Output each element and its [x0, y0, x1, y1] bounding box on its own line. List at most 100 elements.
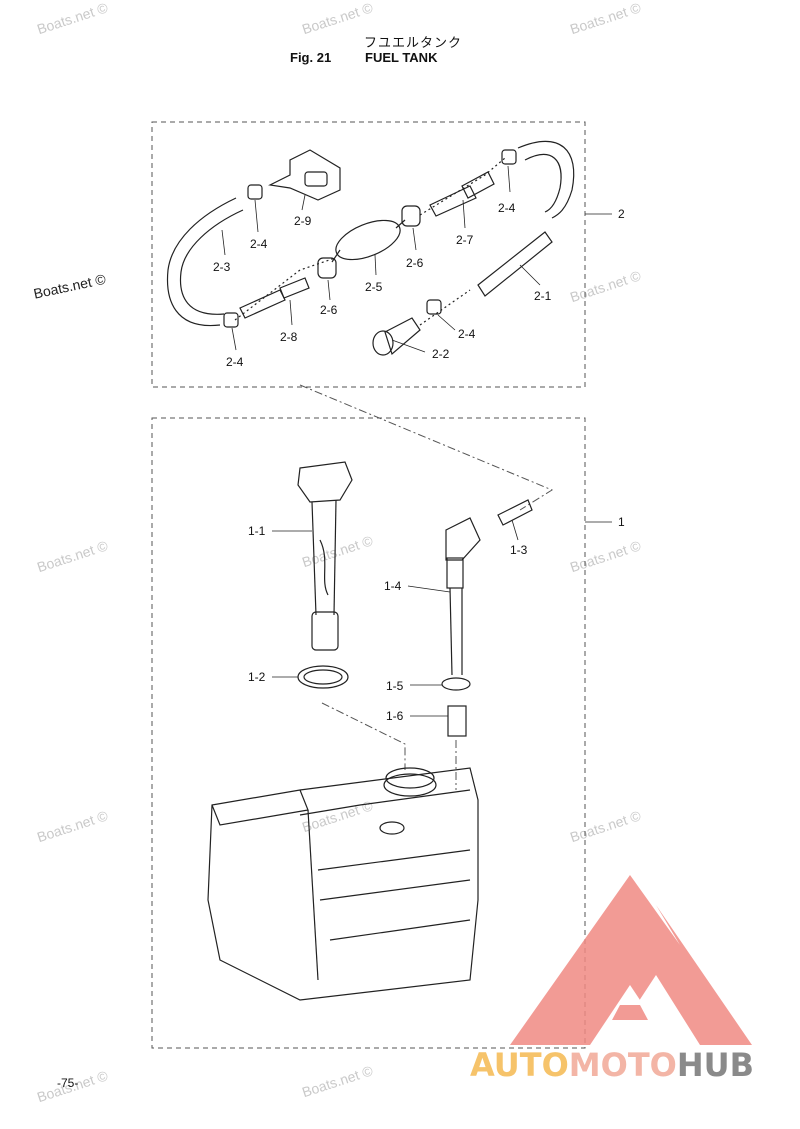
connector-2-2	[372, 330, 394, 356]
japanese-title: フユエルタンク	[364, 36, 463, 51]
fitting-2-7-body	[461, 171, 495, 199]
leader-line	[374, 254, 377, 276]
leader-line	[437, 314, 456, 331]
logo-triangle-inner	[612, 1005, 648, 1020]
connector-2-9	[268, 149, 341, 201]
fuel-tank-top-edge	[211, 789, 309, 826]
gauge-cap-1-1	[297, 461, 353, 503]
pickup-tube-1-4	[449, 587, 453, 676]
washer-1-5	[441, 677, 471, 691]
fitting-2-8-thread	[279, 277, 310, 299]
fitting-2-8	[239, 289, 286, 319]
hose-2-1-inner	[524, 154, 562, 213]
leader-line	[519, 264, 541, 286]
logo-part-moto: MOTO	[568, 1046, 677, 1084]
leader-line	[511, 519, 519, 541]
leader-line	[391, 339, 426, 353]
fitting-2-7	[429, 185, 477, 217]
callout-1-3: 1-3	[510, 543, 528, 557]
leader-line	[507, 165, 511, 193]
connector-line	[299, 384, 554, 511]
callout-2-1: 2-1	[534, 289, 552, 303]
hose-2-1	[517, 140, 575, 219]
assembly-1-frame	[151, 417, 586, 1049]
leader-line	[221, 229, 226, 256]
callout-2-3: 2-3	[213, 260, 231, 274]
callout-2: 2	[618, 207, 625, 221]
primer-bulb-2-5	[335, 219, 401, 261]
connector-2-9-port	[304, 171, 328, 187]
figure-number: Fig. 21	[290, 50, 332, 65]
callout-1-6: 1-6	[386, 709, 404, 723]
fuel-tank-gauge-port	[379, 821, 405, 835]
hose-2-1-lower	[477, 231, 553, 297]
clamp-2-4	[501, 149, 517, 165]
fuel-tank-ridge	[317, 849, 471, 871]
callout-2-5: 2-5	[365, 280, 383, 294]
assembly-2-frame	[151, 121, 586, 388]
callout-2-8: 2-8	[280, 330, 298, 344]
o-ring-1-2-inner	[303, 669, 343, 685]
hose-2-3	[166, 197, 237, 327]
leader-line	[231, 327, 237, 351]
callout-1: 1	[618, 515, 625, 529]
callout-1-2: 1-2	[248, 670, 266, 684]
alignment-line	[419, 157, 506, 216]
gauge-body-1-1	[311, 611, 339, 651]
gauge-tube-1-1	[333, 499, 337, 616]
leader-line	[301, 194, 306, 211]
callout-2-6: 2-6	[406, 256, 424, 270]
o-ring-1-2	[297, 665, 349, 689]
alignment-line	[234, 257, 336, 321]
logo-wordmark: AUTOMOTOHUB	[470, 1046, 754, 1084]
page-number: -75-	[57, 1076, 79, 1090]
alignment-line	[419, 289, 471, 326]
callout-1-1: 1-1	[248, 524, 266, 538]
fuel-tank-side-edge	[307, 809, 319, 981]
fuel-tank-filler-neck-top	[385, 767, 435, 789]
primer-bulb-neck	[395, 219, 406, 229]
leader-line	[462, 199, 466, 229]
callout-2-7: 2-7	[456, 233, 474, 247]
callout-1-5: 1-5	[386, 679, 404, 693]
fuel-tank-ridge	[329, 919, 471, 941]
callout-2-4: 2-4	[226, 355, 244, 369]
gauge-float-1-1	[319, 539, 329, 596]
fuel-tank-ridge	[299, 789, 471, 816]
leader-line	[412, 227, 417, 251]
callout-1-4: 1-4	[384, 579, 402, 593]
callout-2-4: 2-4	[458, 327, 476, 341]
clamp-2-4	[426, 299, 442, 315]
callout-2-4: 2-4	[498, 201, 516, 215]
primer-bulb-neck	[331, 249, 341, 263]
logo-triangle-shape	[510, 875, 752, 1045]
fuel-tank-body	[207, 767, 479, 1001]
hose-2-3-inner	[179, 209, 244, 315]
clamp-2-4	[247, 184, 263, 200]
callout-2-9: 2-9	[294, 214, 312, 228]
logo-part-hub: HUB	[676, 1046, 755, 1084]
gauge-tube-1-1	[311, 501, 317, 616]
callout-2-4: 2-4	[250, 237, 268, 251]
connector-line	[321, 702, 406, 770]
clamp-2-4	[223, 312, 239, 328]
filter-1-6	[447, 705, 467, 737]
fuel-tank-ridge	[319, 879, 471, 901]
leader-line	[327, 279, 331, 301]
fitting-1-3	[497, 499, 533, 526]
leader-line	[289, 299, 293, 326]
elbow-thread	[446, 557, 464, 589]
ring-2-6	[317, 257, 337, 279]
leader-line	[254, 199, 259, 233]
figure-title: FUEL TANK	[365, 50, 438, 65]
callout-2-6: 2-6	[320, 303, 338, 317]
fuel-tank-filler-neck	[383, 773, 437, 797]
leader-line	[407, 585, 451, 593]
logo-triangle-icon	[510, 875, 752, 1045]
callout-2-2: 2-2	[432, 347, 450, 361]
connector-2-2-body	[384, 317, 421, 356]
elbow-fitting	[445, 517, 481, 561]
ring-2-6	[401, 205, 421, 227]
logo-part-auto: AUTO	[470, 1046, 569, 1084]
